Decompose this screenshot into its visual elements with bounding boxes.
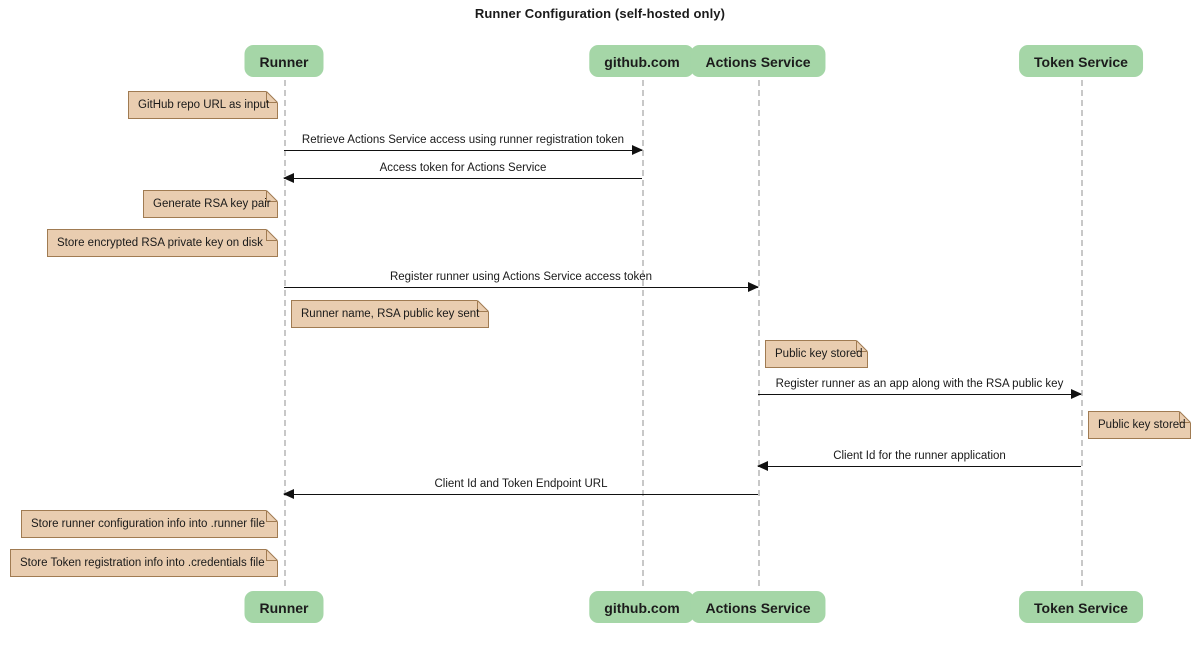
note-n5: Public key stored bbox=[765, 340, 868, 368]
note-label: Store runner configuration info into .ru… bbox=[31, 518, 265, 530]
note-fold-icon bbox=[266, 190, 278, 202]
note-n7: Store runner configuration info into .ru… bbox=[21, 510, 278, 538]
note-fold-icon bbox=[266, 91, 278, 103]
lifeline-runner bbox=[284, 80, 286, 586]
note-label: Store encrypted RSA private key on disk bbox=[57, 237, 263, 249]
message-line bbox=[758, 466, 1081, 467]
lifeline-token bbox=[1081, 80, 1083, 586]
arrowhead-icon bbox=[283, 173, 294, 183]
message-line bbox=[284, 178, 642, 179]
arrowhead-icon bbox=[283, 489, 294, 499]
participant-actions-bottom[interactable]: Actions Service bbox=[690, 591, 826, 623]
message-label: Access token for Actions Service bbox=[379, 162, 547, 174]
arrowhead-icon bbox=[748, 282, 759, 292]
participant-label: Actions Service bbox=[705, 54, 811, 70]
message-line bbox=[758, 394, 1081, 395]
note-label: Store Token registration info into .cred… bbox=[20, 557, 265, 569]
message-label: Retrieve Actions Service access using ru… bbox=[301, 134, 625, 146]
note-label: Runner name, RSA public key sent bbox=[301, 308, 480, 320]
note-fold-icon bbox=[266, 549, 278, 561]
participant-label: Token Service bbox=[1034, 600, 1128, 616]
note-fold-icon bbox=[1179, 411, 1191, 423]
participant-label: github.com bbox=[604, 600, 680, 616]
participant-token-top[interactable]: Token Service bbox=[1019, 45, 1143, 77]
message-line bbox=[284, 150, 642, 151]
note-label: Public key stored bbox=[1098, 419, 1186, 431]
note-n3: Store encrypted RSA private key on disk bbox=[47, 229, 278, 257]
arrowhead-icon bbox=[757, 461, 768, 471]
lifeline-actions bbox=[758, 80, 760, 586]
message-label: Register runner as an app along with the… bbox=[775, 378, 1064, 390]
message-line bbox=[284, 494, 758, 495]
note-fold-icon bbox=[266, 229, 278, 241]
note-fold-icon bbox=[266, 510, 278, 522]
participant-label: github.com bbox=[604, 54, 680, 70]
note-n4: Runner name, RSA public key sent bbox=[291, 300, 489, 328]
note-label: Generate RSA key pair bbox=[153, 198, 271, 210]
note-label: Public key stored bbox=[775, 348, 863, 360]
arrowhead-icon bbox=[632, 145, 643, 155]
participant-runner-bottom[interactable]: Runner bbox=[244, 591, 324, 623]
page-title: Runner Configuration (self-hosted only) bbox=[474, 6, 726, 21]
note-n6: Public key stored bbox=[1088, 411, 1191, 439]
arrowhead-icon bbox=[1071, 389, 1082, 399]
participant-label: Runner bbox=[259, 54, 309, 70]
participant-label: Token Service bbox=[1034, 54, 1128, 70]
note-n1: GitHub repo URL as input bbox=[128, 91, 278, 119]
participant-label: Actions Service bbox=[705, 600, 811, 616]
lifeline-github bbox=[642, 80, 644, 586]
participant-github-top[interactable]: github.com bbox=[589, 45, 695, 77]
note-n2: Generate RSA key pair bbox=[143, 190, 278, 218]
participant-actions-top[interactable]: Actions Service bbox=[690, 45, 826, 77]
participant-github-bottom[interactable]: github.com bbox=[589, 591, 695, 623]
note-label: GitHub repo URL as input bbox=[138, 99, 270, 111]
participant-token-bottom[interactable]: Token Service bbox=[1019, 591, 1143, 623]
note-fold-icon bbox=[477, 300, 489, 312]
message-label: Client Id for the runner application bbox=[833, 450, 1006, 462]
participant-runner-top[interactable]: Runner bbox=[244, 45, 324, 77]
message-line bbox=[284, 287, 758, 288]
participant-label: Runner bbox=[259, 600, 309, 616]
note-n8: Store Token registration info into .cred… bbox=[10, 549, 278, 577]
message-label: Client Id and Token Endpoint URL bbox=[434, 478, 608, 490]
note-fold-icon bbox=[856, 340, 868, 352]
message-label: Register runner using Actions Service ac… bbox=[389, 271, 653, 283]
